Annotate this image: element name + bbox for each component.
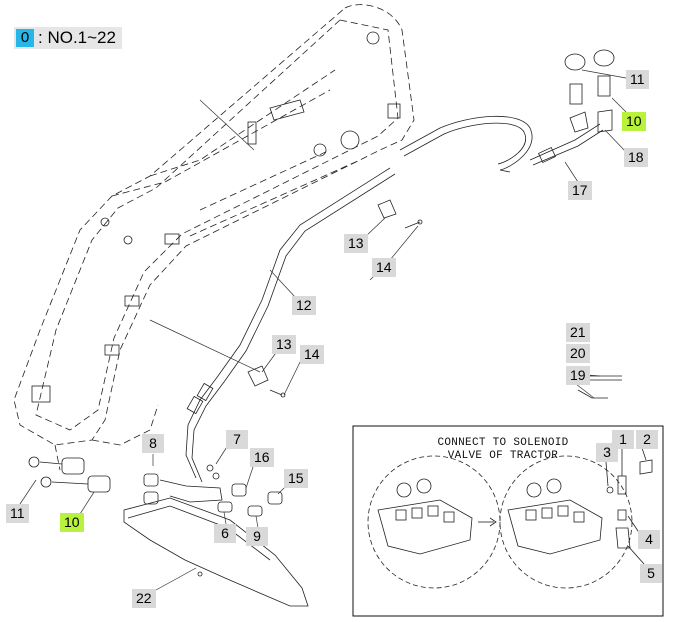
callout-part-15[interactable]: 15 [284, 469, 308, 488]
callout-part-14-lower[interactable]: 14 [300, 345, 324, 364]
inset-caption-line-1: CONNECT TO SOLENOID [437, 437, 569, 449]
callout-part-7[interactable]: 7 [226, 430, 248, 449]
callout-part-17[interactable]: 17 [568, 181, 592, 200]
callout-part-13-lower[interactable]: 13 [272, 335, 296, 354]
callout-part-11[interactable]: 11 [626, 70, 649, 89]
callout-part-5[interactable]: 5 [640, 564, 662, 583]
callout-part-21[interactable]: 21 [566, 323, 590, 342]
callout-part-22[interactable]: 22 [132, 589, 156, 608]
callout-part-8[interactable]: 8 [142, 434, 164, 453]
callout-part-18[interactable]: 18 [624, 148, 648, 167]
callout-part-10-lower[interactable]: 10 [60, 513, 84, 532]
callout-part-11-lower[interactable]: 11 [6, 504, 29, 523]
leader-lines [19, 69, 629, 591]
callout-part-6[interactable]: 6 [214, 524, 236, 543]
clip-13-lower [247, 365, 269, 387]
callout-part-9[interactable]: 9 [246, 527, 268, 546]
inset-caption-line-2: VALVE OF TRACTOR [447, 450, 559, 462]
callout-part-10[interactable]: 10 [622, 112, 646, 131]
upper-hose [399, 115, 604, 173]
callout-part-13[interactable]: 13 [344, 234, 368, 253]
callout-part-20[interactable]: 20 [566, 344, 590, 363]
arm-mount-details [31, 31, 401, 403]
inset-valve-left [377, 478, 497, 555]
callout-part-14[interactable]: 14 [372, 258, 396, 277]
callout-part-1[interactable]: 1 [612, 430, 634, 449]
loader-arm-outline [13, 4, 415, 471]
hose-12 [185, 167, 396, 483]
diagram-range-header: 0 : NO.1~22 [14, 27, 122, 49]
callout-part-2[interactable]: 2 [636, 430, 658, 449]
valve-fittings [143, 464, 283, 517]
clip-13-upper [377, 199, 397, 219]
bottom-left-fittings [28, 456, 111, 493]
callout-part-16[interactable]: 16 [250, 448, 274, 467]
screw-14-upper [404, 221, 421, 229]
inset-box [352, 425, 664, 617]
top-right-fittings [564, 49, 615, 133]
inset-valve-right [507, 478, 603, 555]
inset-circles [367, 455, 633, 589]
callout-part-4[interactable]: 4 [638, 530, 660, 549]
callout-part-12[interactable]: 12 [292, 296, 316, 315]
header-number: 0 [16, 29, 34, 47]
callout-part-19[interactable]: 19 [566, 366, 590, 385]
header-range: : NO.1~22 [38, 28, 116, 47]
